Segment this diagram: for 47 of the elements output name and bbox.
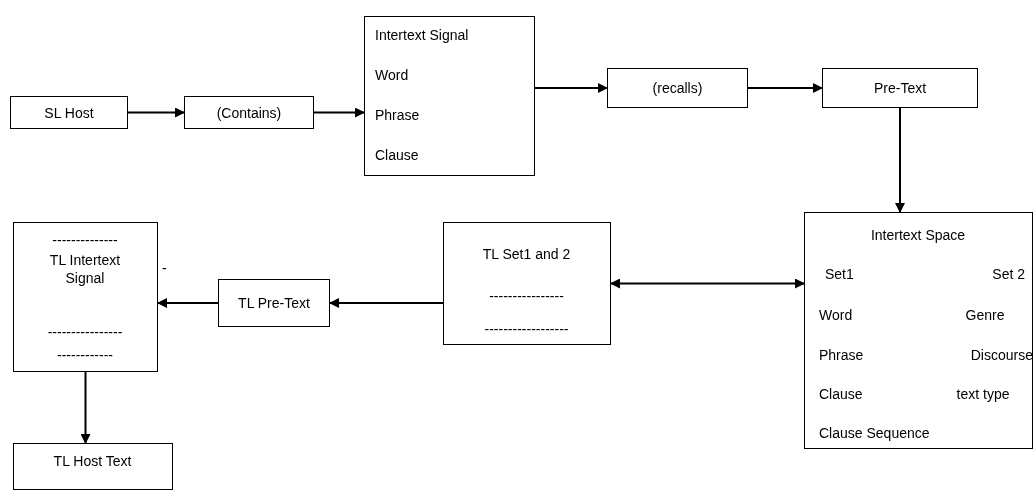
box-text: Set 2 <box>991 265 1025 283</box>
process-box <box>13 443 173 490</box>
box-text: ------------------ <box>483 320 570 338</box>
arrow <box>534 83 608 93</box>
box-text: Clause Sequence <box>819 424 931 442</box>
box-text: TL Set1 and 2 <box>481 245 572 263</box>
box-text: Word <box>819 306 854 324</box>
process-box <box>443 222 611 345</box>
process-box <box>822 68 978 108</box>
box-text: Set1 <box>825 265 855 283</box>
box-text: ---------------- <box>488 287 565 305</box>
box-text: Clause <box>819 385 864 403</box>
box-text: SL Host <box>44 104 94 121</box>
arrow <box>80 371 91 444</box>
process-box <box>10 96 128 129</box>
box-text: TL Intertext Signal <box>48 251 122 287</box>
arrow <box>895 107 905 213</box>
dash-mark: - <box>162 260 167 276</box>
process-box <box>607 68 748 108</box>
arrow <box>157 298 219 308</box>
box-text: TL Pre-Text <box>238 295 310 311</box>
box-text: Phrase <box>375 106 421 124</box>
box-text: (recalls) <box>652 80 703 96</box>
arrow <box>610 278 805 289</box>
arrow <box>127 107 185 118</box>
process-box <box>804 212 1033 449</box>
process-box <box>13 222 158 372</box>
box-text: Discourse <box>969 346 1033 364</box>
box-text: Intertext Signal <box>375 26 470 44</box>
box-text: ---------------- <box>46 323 124 341</box>
box-text: Clause <box>375 146 420 164</box>
box-text: text type <box>955 385 1011 403</box>
box-text: -------------- <box>51 231 119 249</box>
box-text: Intertext Space <box>869 226 967 244</box>
process-box <box>184 96 314 129</box>
box-text: Phrase <box>819 346 865 364</box>
arrow <box>329 298 444 308</box>
box-text: Word <box>375 66 410 84</box>
box-text: ------------ <box>56 346 114 364</box>
arrow <box>747 83 823 93</box>
box-text: TL Host Text <box>52 452 133 470</box>
box-text: Pre-Text <box>873 80 927 96</box>
box-text: Genre <box>964 306 1006 324</box>
box-text: (Contains) <box>216 104 282 121</box>
arrow <box>313 107 365 118</box>
process-box <box>364 16 535 176</box>
process-box <box>218 279 330 327</box>
